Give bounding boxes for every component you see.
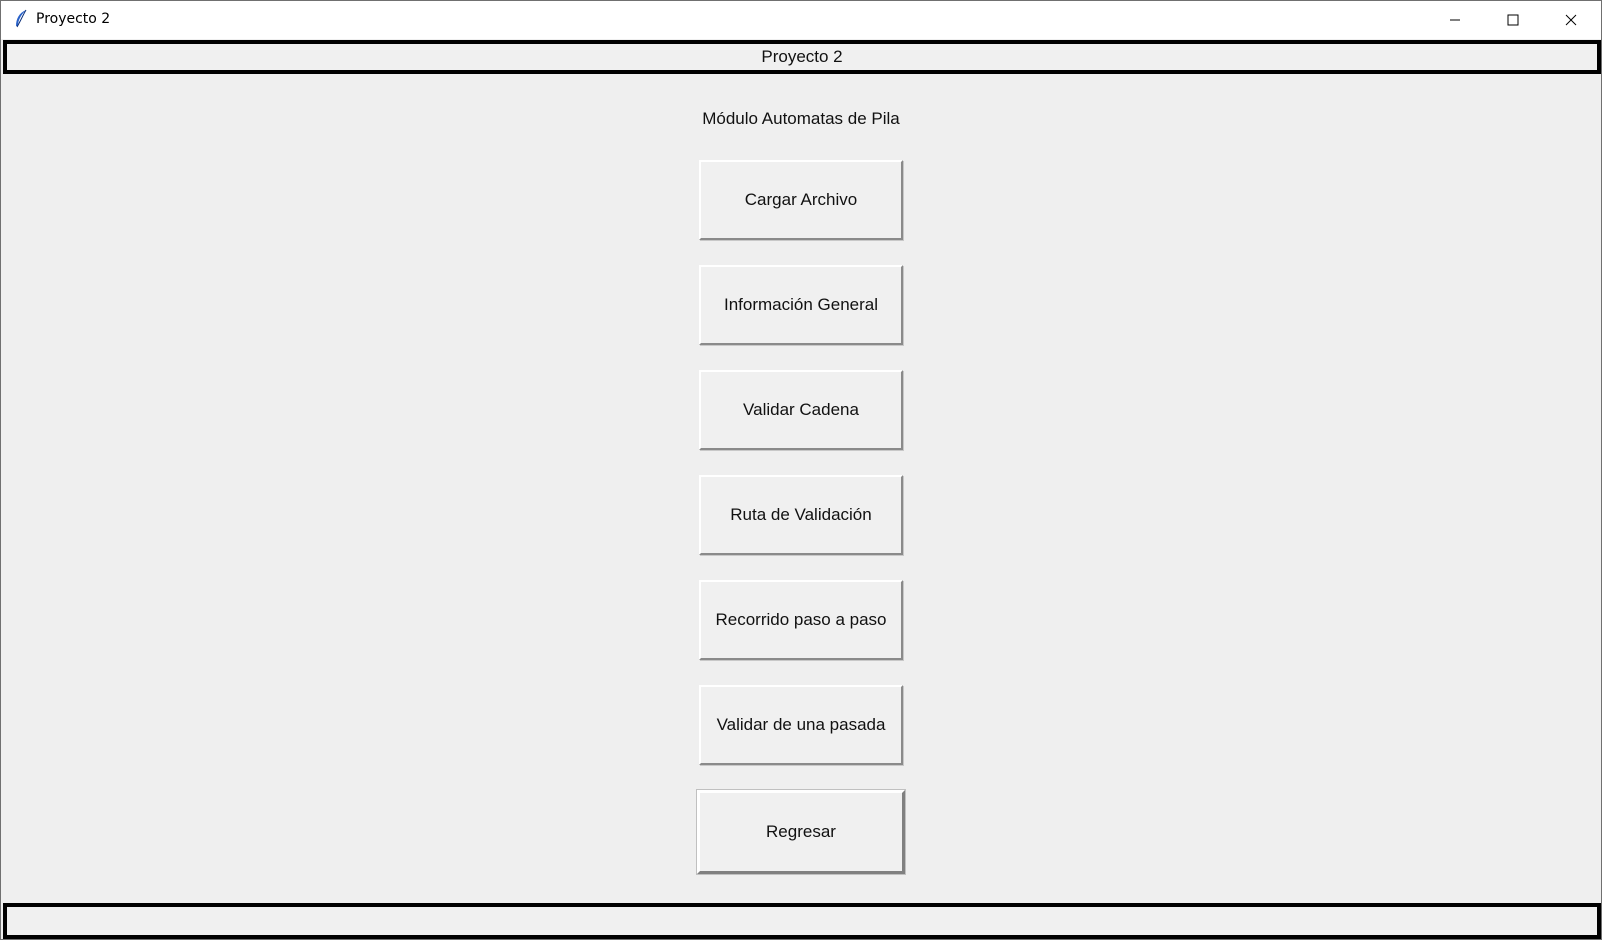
general-info-button[interactable]: Información General <box>699 265 903 345</box>
header-label: Proyecto 2 <box>761 47 843 66</box>
maximize-button[interactable] <box>1484 1 1542 39</box>
feather-icon <box>13 9 29 29</box>
minimize-button[interactable] <box>1426 1 1484 39</box>
module-title: Módulo Automatas de Pila <box>702 109 900 128</box>
validate-string-button[interactable]: Validar Cadena <box>699 370 903 450</box>
window-title: Proyecto 2 <box>36 11 111 27</box>
header-banner: Proyecto 2 <box>3 40 1601 74</box>
validate-one-pass-button[interactable]: Validar de una pasada <box>699 685 903 765</box>
load-file-button[interactable]: Cargar Archivo <box>699 160 903 240</box>
validation-route-button[interactable]: Ruta de Validación <box>699 475 903 555</box>
back-button[interactable]: Regresar <box>696 789 906 875</box>
title-bar[interactable]: Proyecto 2 <box>1 1 1601 39</box>
minimize-icon <box>1450 19 1460 21</box>
step-by-step-button[interactable]: Recorrido paso a paso <box>699 580 903 660</box>
footer-bar <box>3 903 1601 939</box>
maximize-icon <box>1507 14 1519 26</box>
close-button[interactable] <box>1542 1 1600 39</box>
close-icon <box>1565 14 1577 26</box>
